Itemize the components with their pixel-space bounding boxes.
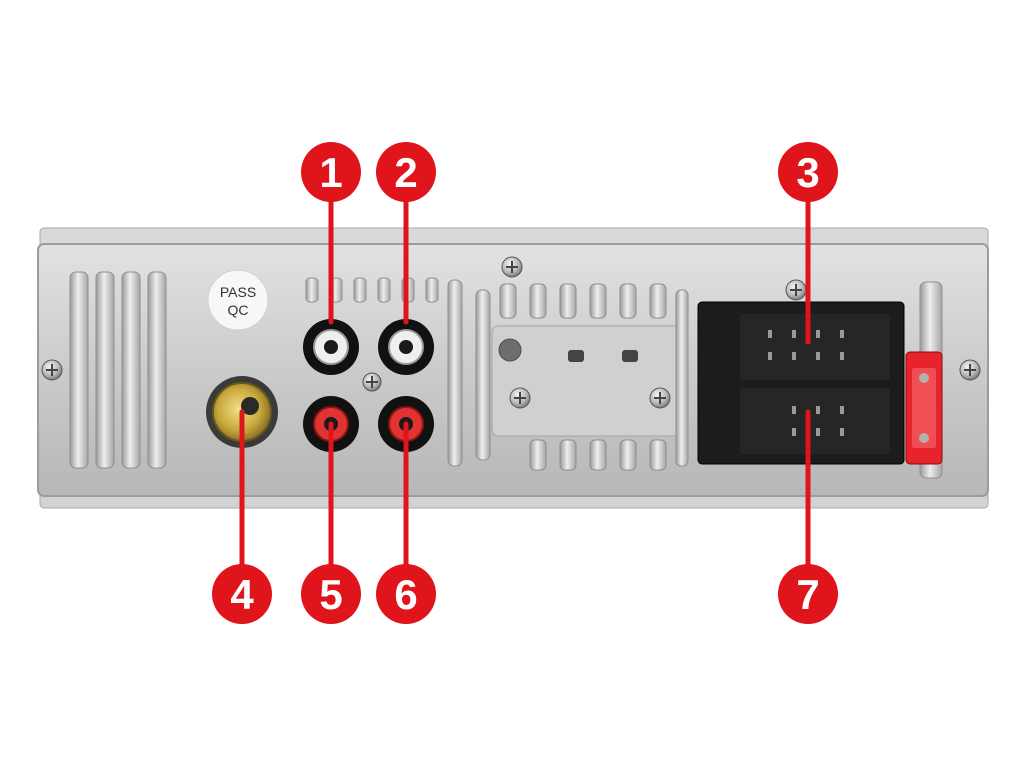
marker-5-label: 5 — [319, 571, 342, 618]
screws — [41, 256, 981, 409]
marker-4: 4 — [212, 564, 272, 624]
screw-connector-top — [785, 279, 807, 301]
marker-6: 6 — [376, 564, 436, 624]
marker-4-label: 4 — [230, 571, 254, 618]
fuse — [905, 351, 943, 465]
marker-1-label: 1 — [319, 149, 342, 196]
rca-jack-2 — [378, 319, 434, 375]
center-heatsink — [447, 279, 689, 471]
screw-center-right — [649, 387, 671, 409]
qc-sticker: PASS QC — [207, 269, 269, 331]
screw-left-side — [41, 359, 63, 381]
iso-connector — [697, 281, 943, 479]
left-cooling-fins — [69, 271, 167, 469]
marker-7: 7 — [778, 564, 838, 624]
marker-2-label: 2 — [394, 149, 417, 196]
screw-right-side — [959, 359, 981, 381]
leader-lines — [239, 197, 811, 569]
marker-1: 1 — [301, 142, 361, 202]
marker-3-label: 3 — [796, 149, 819, 196]
marker-5: 5 — [301, 564, 361, 624]
rca-jack-1 — [303, 319, 359, 375]
marker-6-label: 6 — [394, 571, 417, 618]
screw-top-center — [501, 256, 523, 278]
screw-center-left — [362, 372, 382, 392]
marker-2: 2 — [376, 142, 436, 202]
marker-7-label: 7 — [796, 571, 819, 618]
sticker-line-2: QC — [228, 302, 249, 318]
screw-center — [509, 387, 531, 409]
sticker-line-1: PASS — [220, 284, 256, 300]
marker-3: 3 — [778, 142, 838, 202]
rca-fins — [305, 277, 439, 303]
